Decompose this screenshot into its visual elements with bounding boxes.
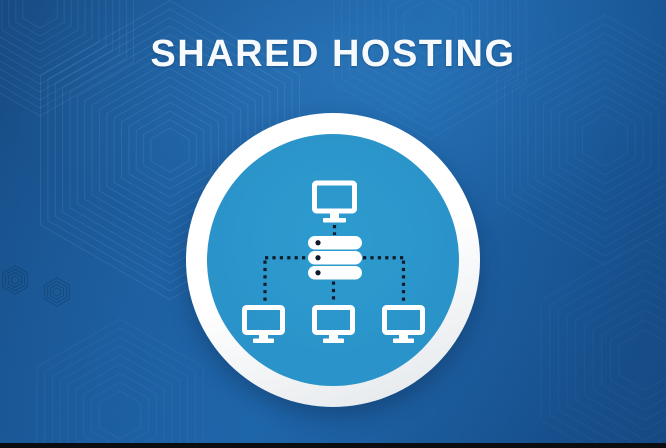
page-title: SHARED HOSTING — [150, 33, 516, 75]
desktop-monitor-icon — [312, 180, 357, 223]
server-stack-icon — [308, 236, 362, 280]
desktop-monitor-icon — [382, 305, 425, 343]
circle-badge — [186, 113, 480, 407]
bottom-edge-bar — [0, 443, 666, 448]
network-diagram — [242, 180, 425, 343]
server-led — [315, 270, 321, 276]
server-led — [315, 255, 321, 261]
desktop-monitor-icon — [242, 305, 285, 343]
desktop-monitor-icon — [312, 305, 355, 343]
server-led — [315, 240, 321, 246]
